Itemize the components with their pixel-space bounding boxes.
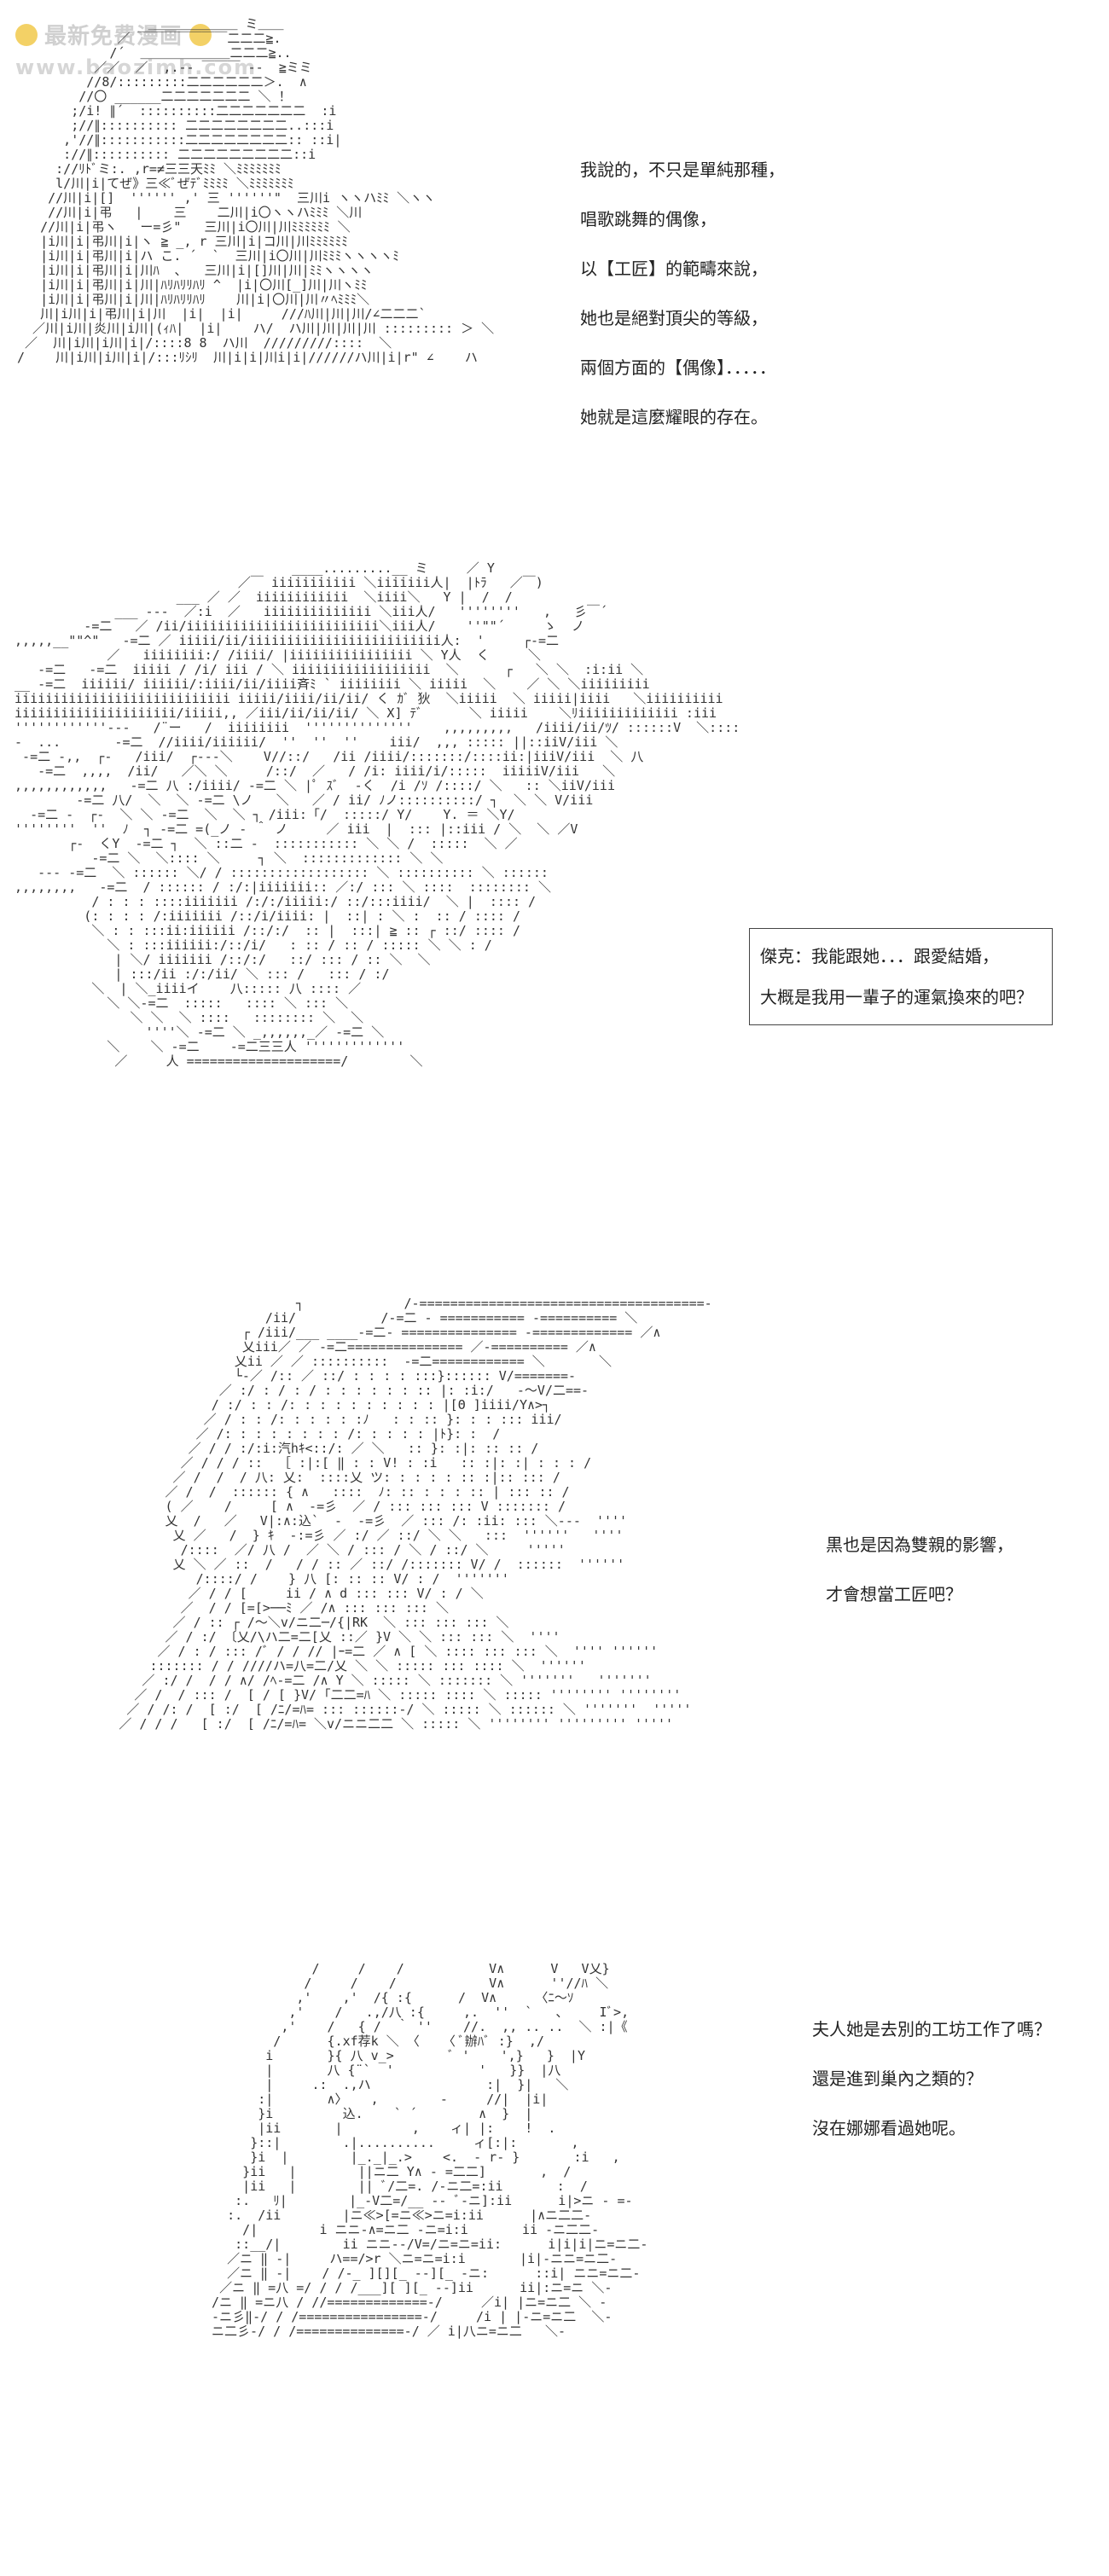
panel-1: ＿＿＿＿＿＿＿ ミ＿＿ ／ ￣￣￣￣￣￣￣二二二≧. /´ ＿＿＿＿＿＿＿二二二… [0,0,1109,546]
panel-2-speech-box: 傑克：我能跟她．．．跟愛結婚， 大概是我用一輩子的運氣換來的吧？ [749,928,1053,1025]
dialog-line: 黒也是因為雙親的影響， [826,1535,1013,1555]
panel-3-dialog: 黒也是因為雙親的影響， 才會想當工匠吧？ [826,1520,1013,1619]
watermark-hand-icon [15,23,38,46]
panel-4-dialog: 夫人她是去別的工坊工作了嗎？ 還是進到巢內之類的？ 沒在娜娜看過她呢。 [812,2005,1051,2153]
dialog-line: 才會想當工匠吧？ [826,1584,962,1604]
dialog-line: 傑克：我能跟她．．．跟愛結婚， [760,946,999,966]
watermark-title: 最新免费漫画 [44,24,183,49]
dialog-line: 大概是我用一輩子的運氣換來的吧？ [760,987,1033,1007]
ascii-art-character-1: ＿＿＿＿＿＿＿ ミ＿＿ ／ ￣￣￣￣￣￣￣二二二≧. /´ ＿＿＿＿＿＿＿二二二… [17,16,495,365]
watermark-url: www.baozimh.com [15,55,258,79]
dialog-line: 以【工匠】的範疇來說， [580,258,768,279]
dialog-line: 她也是絕對頂尖的等級， [580,308,768,328]
dialog-line: 夫人她是去別的工坊工作了嗎？ [812,2019,1051,2039]
site-watermark: 最新免费漫画 www.baozimh.com [15,19,271,87]
ascii-art-character-3: ┐ /‐====================================… [119,1296,712,1732]
dialog-line: 還是進到巢內之類的？ [812,2068,983,2089]
dialog-line: 唱歌跳舞的偶像， [580,209,717,229]
dialog-line: 我說的，不只是單純那種， [580,160,785,180]
panel-4: / / / V∧ V V乂} / / / V∧ ''//ﾊ ＼ ,' ,' /{… [0,1928,1109,2576]
dialog-line: 她就是這麼耀眼的存在。 [580,407,768,427]
panel-2: ____.........__ ミ ／ Y ／￣ iiiiiiiiiii ＼ii… [0,546,1109,1262]
dialog-line: 沒在娜娜看過她呢。 [812,2118,966,2138]
ascii-art-character-4: / / / V∧ V V乂} / / / V∧ ''//ﾊ ＼ ,' ,' /{… [212,1961,648,2339]
panel-1-dialog: 我說的，不只是單純那種， 唱歌跳舞的偶像， 以【工匠】的範疇來說， 她也是絕對頂… [580,145,785,442]
panel-3: ┐ /‐====================================… [0,1262,1109,1928]
watermark-hand-icon-right [189,23,212,46]
ascii-art-character-2: ____.........__ ミ ／ Y ／￣ iiiiiiiiiii ＼ii… [15,560,740,1069]
dialog-line: 兩個方面的【偶像】．．．．． [580,357,776,378]
